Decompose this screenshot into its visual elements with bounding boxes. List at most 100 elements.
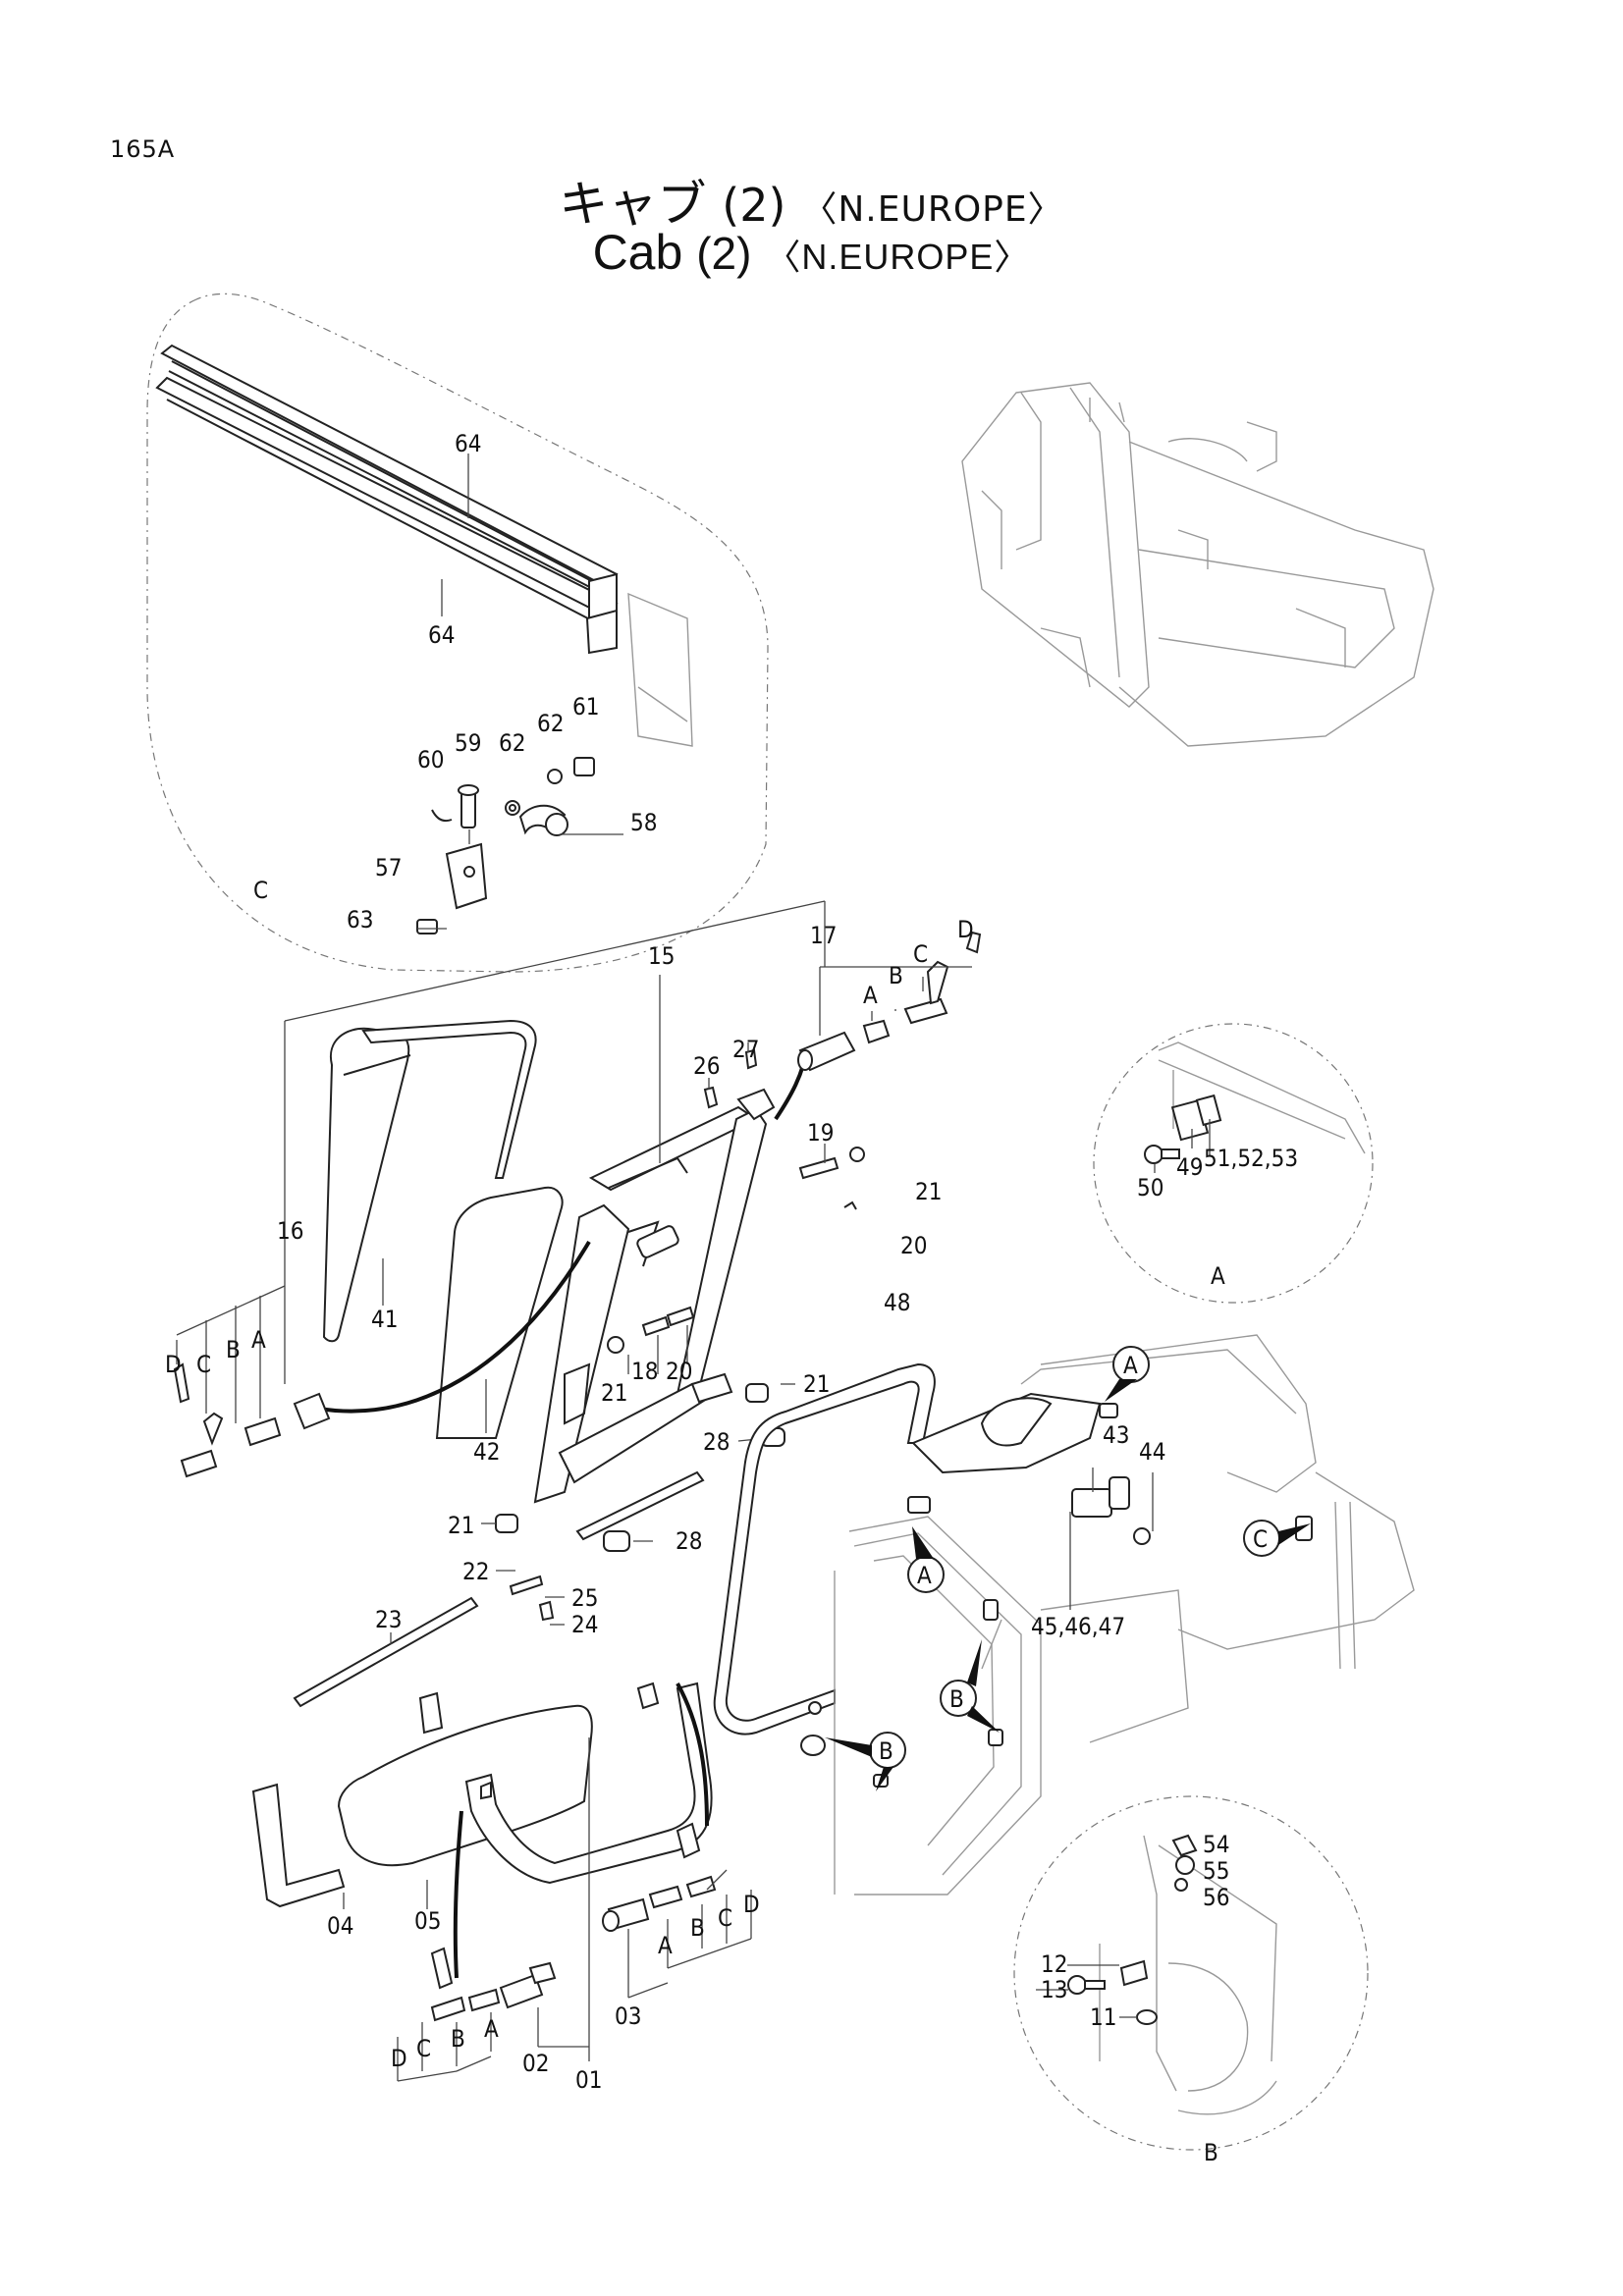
label-17-a: A (863, 982, 878, 1009)
label-17-b: B (889, 962, 903, 989)
label-60: 60 (417, 746, 444, 774)
label-19: 19 (807, 1119, 834, 1147)
title-en-main: Cab (592, 225, 683, 280)
title-en-number: (2) (696, 228, 752, 279)
callout-b-left: B (825, 1732, 906, 1791)
label-15: 15 (648, 942, 675, 970)
label-03-d: D (743, 1891, 760, 1918)
title-en-region: 〈N.EUROPE〉 (765, 237, 1031, 277)
label-02-c: C (416, 2035, 431, 2062)
cable-right (774, 1064, 805, 1121)
label-64-lower: 64 (428, 621, 455, 649)
label-03-b: B (690, 1914, 705, 1942)
lock-cylinder-17 (797, 931, 982, 1072)
title-jp-region: 〈N.EUROPE〉 (801, 189, 1064, 230)
label-64-upper: 64 (455, 430, 481, 457)
label-43: 43 (1103, 1421, 1129, 1449)
lock-group-03 (602, 1822, 717, 1932)
label-55: 55 (1203, 1857, 1229, 1885)
label-21-lower: 21 (448, 1512, 474, 1539)
detail-b-parts (1067, 1834, 1277, 2115)
label-17: 17 (810, 922, 837, 949)
lock-group-16 (173, 1362, 331, 1478)
label-25: 25 (571, 1584, 598, 1612)
label-05: 05 (414, 1907, 441, 1935)
label-50: 50 (1137, 1174, 1163, 1201)
callout-c-label: C (1253, 1525, 1268, 1553)
title-jp-number: (2) (722, 179, 786, 232)
label-59: 59 (455, 729, 481, 757)
lock-group-02 (430, 1947, 557, 2022)
label-41: 41 (371, 1306, 398, 1333)
leader-lines (176, 900, 972, 1644)
cable-left (318, 1240, 591, 1414)
label-57: 57 (375, 854, 402, 881)
leader-lines-lower (343, 1737, 752, 2082)
label-16: 16 (277, 1217, 303, 1245)
label-23: 23 (375, 1606, 402, 1633)
label-56: 56 (1203, 1884, 1229, 1911)
label-24: 24 (571, 1611, 598, 1638)
callout-a-upper: A (1105, 1346, 1150, 1402)
label-01: 01 (575, 2066, 602, 2094)
label-16-d: D (165, 1351, 182, 1378)
label-58: 58 (630, 809, 657, 836)
page-title-japanese: キャブ (2) 〈N.EUROPE〉 (0, 165, 1623, 236)
label-62-right: 62 (537, 710, 564, 737)
detail-c-marker: C (253, 877, 268, 904)
label-02: 02 (522, 2050, 549, 2077)
callout-b-right-label: B (949, 1685, 964, 1713)
label-13: 13 (1041, 1976, 1067, 2003)
label-51-52-53: 51,52,53 (1204, 1145, 1298, 1172)
label-45-46-47: 45,46,47 (1031, 1613, 1125, 1640)
label-20-upper: 20 (900, 1232, 927, 1259)
label-03: 03 (615, 2002, 641, 2030)
label-21-upper: 21 (915, 1178, 942, 1205)
label-03-a: A (658, 1932, 673, 1959)
detail-a-parts (1144, 1041, 1366, 1164)
glass-panel-05 (337, 1691, 593, 1867)
title-jp-main: キャブ (559, 176, 707, 233)
bracket-04 (251, 1783, 346, 1908)
label-44: 44 (1139, 1438, 1165, 1466)
label-20-mid: 20 (666, 1358, 692, 1385)
label-28-lower: 28 (676, 1527, 702, 1555)
label-16-a: A (251, 1326, 266, 1354)
label-02-b: B (451, 2025, 465, 2053)
label-63: 63 (347, 906, 373, 934)
label-28-right: 28 (703, 1428, 730, 1456)
cab-overview-ghost (961, 382, 1434, 747)
label-42: 42 (473, 1438, 500, 1466)
label-03-c: C (718, 1904, 732, 1932)
label-02-d: D (391, 2045, 407, 2072)
label-22: 22 (462, 1558, 489, 1585)
label-17-d: D (957, 916, 974, 943)
detail-c-outline (146, 293, 769, 973)
detail-a-circle (1093, 1023, 1374, 1304)
label-12: 12 (1041, 1950, 1067, 1978)
label-27: 27 (732, 1036, 759, 1063)
label-48: 48 (884, 1289, 910, 1316)
detail-a-marker: A (1211, 1262, 1225, 1290)
detail-b-circle (1013, 1795, 1369, 2151)
rail-part-64 (155, 344, 619, 655)
label-04: 04 (327, 1912, 353, 1940)
label-21-right: 21 (803, 1370, 830, 1398)
page-number: 165A (110, 135, 176, 163)
label-02-a: A (484, 2015, 499, 2043)
callout-a-lower: A (907, 1526, 945, 1593)
handrail-48 (713, 1362, 936, 1735)
detail-b-marker: B (1204, 2139, 1218, 2166)
label-18: 18 (631, 1358, 658, 1385)
callout-b-left-label: B (879, 1737, 893, 1765)
callout-a-upper-label: A (1123, 1352, 1138, 1379)
label-26: 26 (693, 1052, 720, 1080)
latch-assembly-c (416, 757, 595, 934)
cab-top-hatch (911, 1392, 1102, 1474)
label-16-b: B (226, 1336, 241, 1363)
label-62-left: 62 (499, 729, 525, 757)
callout-b-right: B (940, 1639, 1000, 1733)
label-61: 61 (572, 693, 599, 721)
label-49: 49 (1176, 1153, 1203, 1181)
